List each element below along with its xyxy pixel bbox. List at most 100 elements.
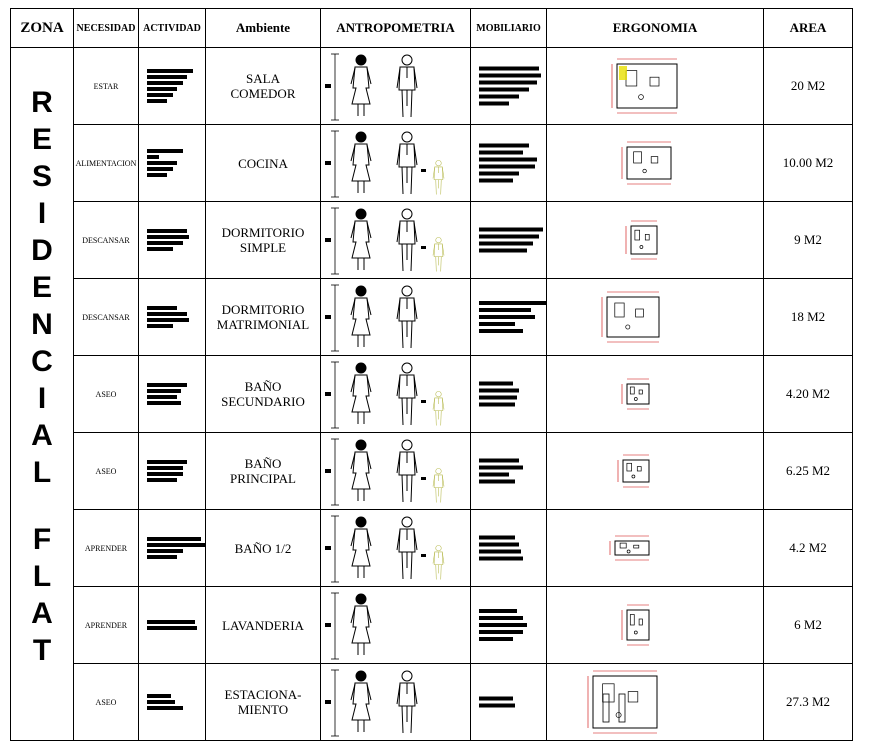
ambiente-line: MIENTO bbox=[237, 702, 289, 717]
male-figure-icon bbox=[396, 670, 418, 734]
female-figure-icon bbox=[350, 439, 372, 501]
anthropometry-figures-icon bbox=[325, 515, 445, 583]
redacted-line bbox=[479, 66, 539, 71]
female-figure-icon bbox=[350, 54, 372, 116]
dimension-line-icon bbox=[331, 207, 339, 275]
redacted-line bbox=[147, 543, 205, 547]
antropometria-cell bbox=[320, 432, 471, 510]
child-figure-icon bbox=[432, 468, 445, 503]
redacted-line bbox=[479, 616, 523, 620]
mobiliario-cell bbox=[470, 509, 547, 587]
redacted-line bbox=[479, 241, 533, 246]
ambiente-line: SIMPLE bbox=[239, 240, 287, 255]
redacted-line bbox=[479, 535, 515, 540]
header-zona: ZONA bbox=[10, 8, 74, 48]
area-cell: 20 M2 bbox=[763, 47, 853, 125]
header-mobiliario: MOBILIARIO bbox=[470, 8, 547, 48]
area-cell: 27.3 M2 bbox=[763, 663, 853, 741]
redacted-line bbox=[479, 143, 529, 148]
necesidad-cell: APRENDER bbox=[73, 586, 139, 664]
female-figure-icon bbox=[350, 208, 372, 270]
actividad-cell bbox=[138, 47, 206, 125]
redacted-line bbox=[479, 101, 509, 106]
male-figure-icon bbox=[396, 54, 418, 118]
redacted-line bbox=[479, 248, 527, 253]
redacted-line bbox=[479, 696, 513, 701]
redacted-line bbox=[147, 555, 177, 559]
floor-plan-icon bbox=[617, 454, 650, 488]
redacted-line bbox=[147, 161, 177, 165]
ambiente-line: BAÑO bbox=[244, 379, 282, 394]
ergonomia-cell bbox=[546, 586, 764, 664]
anthropometry-figures-icon bbox=[325, 438, 445, 506]
actividad-cell bbox=[138, 124, 206, 202]
redacted-line bbox=[479, 87, 529, 92]
program-table-sheet: ZONA NECESIDAD ACTIVIDAD Ambiente ANTROP… bbox=[10, 8, 853, 741]
male-figure-icon bbox=[396, 131, 418, 195]
header-ergonomia: ERGONOMIA bbox=[546, 8, 764, 48]
redacted-line bbox=[147, 81, 183, 85]
male-figure-icon bbox=[396, 516, 418, 580]
female-figure-icon bbox=[350, 131, 372, 193]
redacted-line bbox=[147, 478, 177, 482]
redacted-line bbox=[479, 322, 515, 326]
dimension-line-icon bbox=[331, 669, 339, 737]
male-figure-icon bbox=[396, 208, 418, 272]
ambiente-line: BAÑO 1/2 bbox=[234, 540, 292, 556]
redacted-line bbox=[147, 235, 189, 239]
dimension-line-icon bbox=[331, 361, 339, 429]
anthropometry-figures-icon bbox=[325, 53, 418, 121]
redacted-line bbox=[479, 703, 515, 708]
ergonomia-cell bbox=[546, 278, 764, 356]
ambiente-cell: COCINA bbox=[205, 124, 321, 202]
male-figure-icon bbox=[396, 362, 418, 426]
mobiliario-redacted-text bbox=[479, 609, 527, 641]
redacted-line bbox=[479, 637, 513, 641]
floor-plan-icon bbox=[601, 291, 660, 343]
redacted-line bbox=[479, 479, 515, 484]
necesidad-cell: ALIMENTACION bbox=[73, 124, 139, 202]
female-figure-icon bbox=[350, 285, 372, 347]
ergonomia-cell bbox=[546, 663, 764, 741]
ambiente-line: ESTACIONA- bbox=[224, 687, 302, 702]
redacted-line bbox=[147, 93, 173, 97]
floor-plan-icon bbox=[611, 58, 678, 114]
area-cell: 18 M2 bbox=[763, 278, 853, 356]
ambiente-line: SECUNDARIO bbox=[221, 394, 305, 409]
redacted-line bbox=[147, 620, 195, 624]
ambiente-line: COCINA bbox=[238, 155, 288, 171]
redacted-line bbox=[479, 227, 543, 232]
anthropometry-figures-icon bbox=[325, 669, 418, 737]
actividad-cell bbox=[138, 278, 206, 356]
anthropometry-figures-icon bbox=[325, 284, 418, 352]
mobiliario-redacted-text bbox=[479, 458, 523, 484]
male-figure-icon bbox=[396, 439, 418, 503]
redacted-line bbox=[479, 381, 513, 386]
mobiliario-cell bbox=[470, 355, 547, 433]
actividad-redacted-text bbox=[147, 620, 197, 630]
redacted-line bbox=[147, 155, 159, 159]
floor-plan-icon bbox=[621, 604, 650, 646]
redacted-line bbox=[479, 234, 539, 239]
necesidad-cell: APRENDER bbox=[73, 509, 139, 587]
actividad-redacted-text bbox=[147, 69, 193, 103]
redacted-line bbox=[479, 308, 531, 312]
redacted-line bbox=[147, 229, 187, 233]
redacted-line bbox=[479, 556, 523, 561]
necesidad-cell: ASEO bbox=[73, 663, 139, 741]
dimension-line-icon bbox=[331, 515, 339, 583]
dimension-line-icon bbox=[331, 130, 339, 198]
redacted-line bbox=[147, 700, 175, 704]
floor-plan-icon bbox=[587, 670, 658, 734]
redacted-line bbox=[147, 69, 193, 73]
redacted-line bbox=[479, 472, 509, 477]
redacted-line bbox=[479, 465, 523, 470]
mobiliario-cell bbox=[470, 278, 547, 356]
female-figure-icon bbox=[350, 593, 372, 655]
antropometria-cell bbox=[320, 47, 471, 125]
